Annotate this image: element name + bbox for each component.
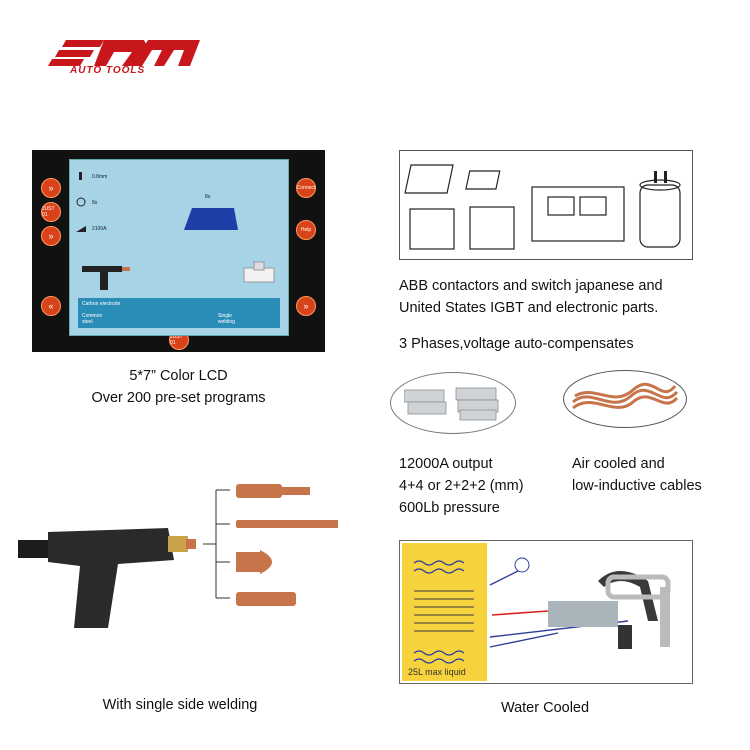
cables-line2: low-inductive cables	[572, 478, 702, 494]
lcd-screen: 0.8mm 8s 2100A 8s 2100A Carbon electrode…	[69, 159, 289, 336]
phases-text: 3 Phases,voltage auto-compensates	[399, 336, 634, 352]
lcd-left-button-up: »	[41, 178, 61, 198]
lcd-caption: 5*7” Color LCD Over 200 pre-set programs	[32, 365, 325, 409]
gun-caption: With single side welding	[102, 697, 258, 713]
cables-specs: Air cooled and low-inductive cables	[572, 453, 742, 497]
output-line2: 4+4 or 2+2+2 (mm)	[399, 478, 524, 494]
output-line1: 12000A output	[399, 456, 493, 472]
cables-line1: Air cooled and	[572, 456, 665, 472]
copper-cable-image	[563, 370, 687, 428]
brand-subtitle: AUTO TOOLS	[70, 65, 146, 76]
lcd-row-common: Common steel	[82, 313, 103, 325]
brand-logo: AUTO TOOLS	[44, 40, 200, 80]
lcd-bottom-table: Carbon electrode Common steel Single wel…	[78, 298, 280, 328]
lcd-machine-icon	[243, 261, 275, 283]
components-caption: ABB contactors and switch japanese and U…	[399, 275, 729, 319]
tank-label: 25L max liquid	[408, 667, 466, 677]
lcd-caption-line2: Over 200 pre-set programs	[91, 390, 266, 406]
lcd-connect-button: Connect	[296, 178, 316, 198]
cooling-flow-icon	[489, 557, 671, 649]
tank-lines-icon	[413, 560, 474, 664]
lcd-help-button: Help	[296, 220, 316, 240]
output-specs: 12000A output 4+4 or 2+2+2 (mm) 600Lb pr…	[399, 453, 569, 519]
lcd-readout-time: 8s	[92, 200, 98, 206]
samples-oval	[390, 372, 516, 434]
lcd-readout-thickness: 0.8mm	[92, 174, 108, 180]
lcd-panel-image: » JUST 01 » « Connect Help » JUST 01 0.8…	[32, 150, 325, 352]
lcd-status-icons	[76, 172, 86, 232]
lcd-row-carbon: Carbon electrode	[82, 301, 121, 307]
lcd-gun-icon	[82, 266, 130, 290]
lcd-left-arrow-icon: «	[41, 296, 61, 316]
output-line3: 600Lb pressure	[399, 500, 500, 516]
rm-logo-icon	[48, 40, 200, 66]
components-image	[399, 150, 693, 260]
welding-gun-image	[18, 478, 340, 648]
lcd-caption-line1: 5*7” Color LCD	[129, 368, 228, 384]
electrode-samples-image	[390, 372, 516, 434]
lcd-left-button-down: »	[41, 226, 61, 246]
water-cooled-image: 25L max liquid	[399, 540, 693, 684]
lcd-just-button: JUST 01	[41, 202, 61, 222]
lcd-right-arrow-icon: »	[296, 296, 316, 316]
metal-sheets-icon	[404, 387, 499, 421]
components-caption-line2: United States IGBT and electronic parts.	[399, 300, 659, 316]
water-caption: Water Cooled	[500, 700, 590, 716]
components-caption-line1: ABB contactors and switch japanese and	[399, 278, 663, 294]
welding-gun-icon	[18, 484, 340, 628]
lcd-row-single: Single welding	[218, 313, 235, 325]
cable-oval	[563, 370, 687, 428]
copper-wire-icon	[572, 382, 679, 410]
coolant-tank: 25L max liquid	[402, 543, 487, 681]
lcd-readout-current: 2100A	[92, 226, 107, 232]
lcd-waveform-icon	[184, 208, 238, 230]
electronic-parts-icon	[404, 164, 681, 250]
lcd-right-readout-time: 8s	[205, 194, 211, 200]
